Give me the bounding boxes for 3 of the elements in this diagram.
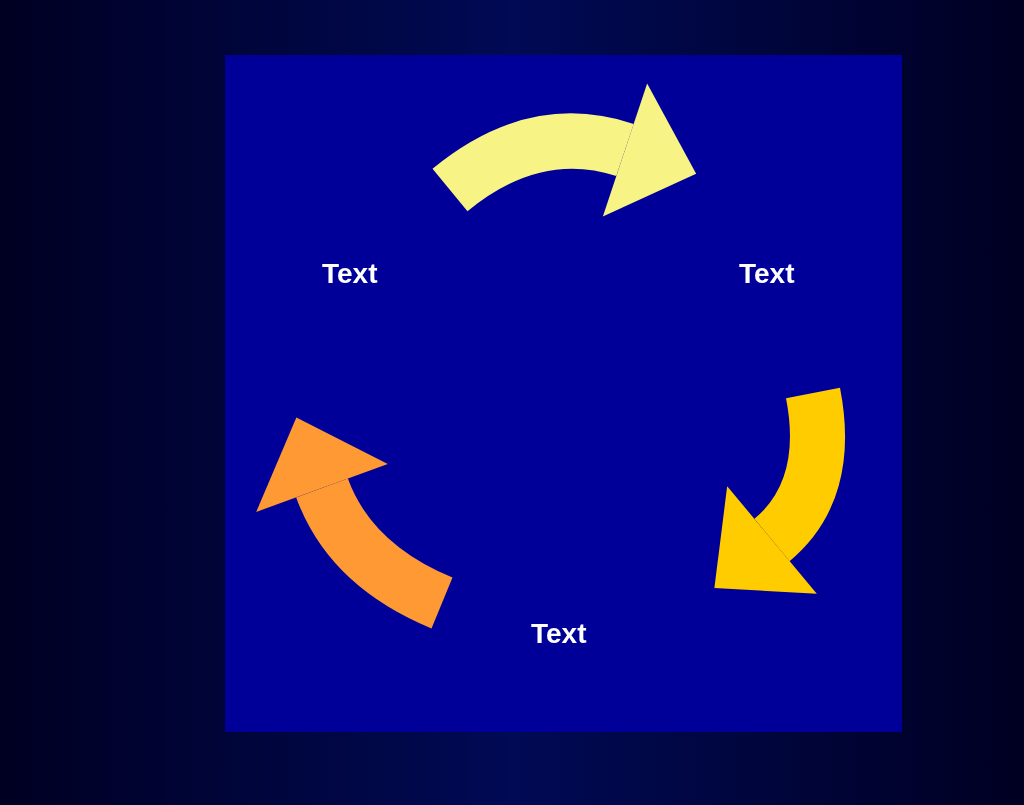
cycle-step-label: Text xyxy=(739,258,795,290)
cycle-step-label: Text xyxy=(531,618,587,650)
cycle-step-label: Text xyxy=(322,258,378,290)
